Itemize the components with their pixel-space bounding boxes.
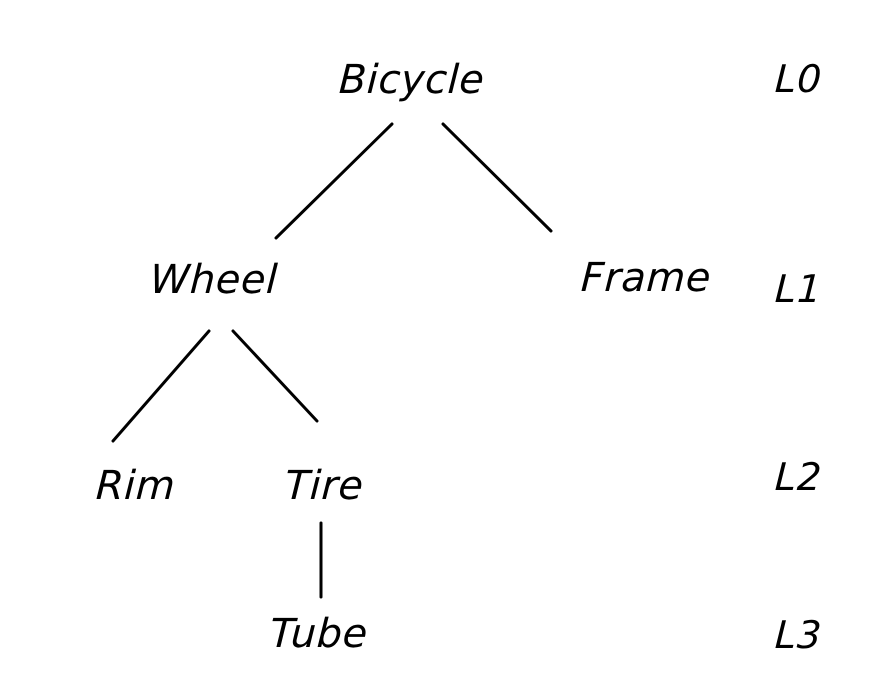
edge-wheel-rim <box>111 329 211 443</box>
node-tube: Tube <box>268 611 369 657</box>
node-wheel: Wheel <box>148 257 279 303</box>
level-label-l2: L2 <box>773 455 824 499</box>
level-label-l3: L3 <box>773 613 824 657</box>
node-tire: Tire <box>283 463 365 509</box>
node-rim: Rim <box>94 463 177 509</box>
edge-bicycle-wheel <box>274 122 394 240</box>
edge-wheel-tire <box>231 329 319 423</box>
edge-bicycle-frame <box>441 122 553 233</box>
level-label-l1: L1 <box>773 267 824 311</box>
node-frame: Frame <box>579 255 713 301</box>
node-bicycle: Bicycle <box>337 57 486 103</box>
level-label-l0: L0 <box>773 57 824 101</box>
